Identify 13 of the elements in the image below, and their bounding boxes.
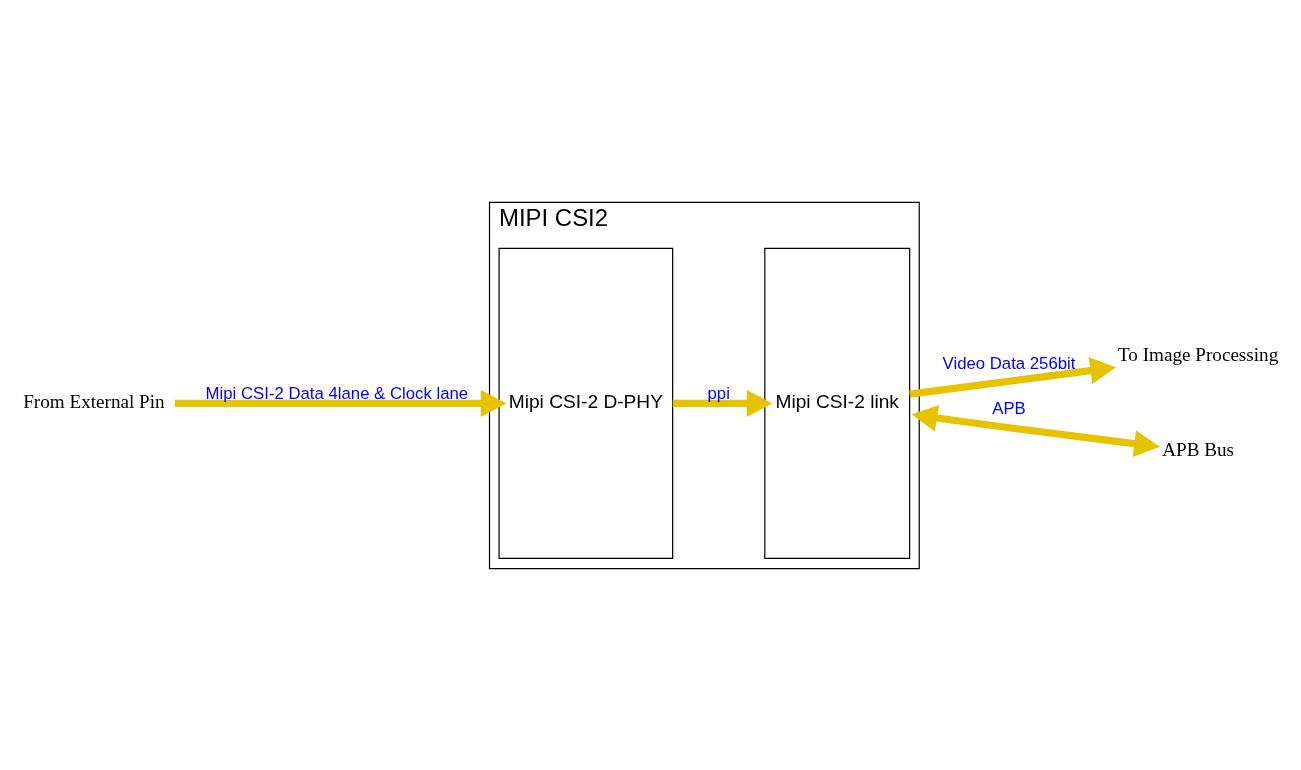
- edge-label: APB: [992, 398, 1026, 418]
- arrow: [672, 389, 773, 417]
- edge-label: Mipi CSI-2 Data 4lane & Clock lane: [205, 383, 469, 403]
- node-text: To Image Processing: [1117, 343, 1279, 365]
- node-box: Mipi CSI-2 link: [764, 247, 911, 559]
- arrow: [909, 356, 1116, 398]
- arrow: [911, 404, 1160, 457]
- node-text: APB Bus: [1162, 438, 1235, 460]
- edge-label: Video Data 256bit: [942, 353, 1076, 373]
- arrow: [174, 389, 507, 417]
- node-box: Mipi CSI-2 D-PHY: [498, 247, 674, 559]
- node-text: From External Pin: [23, 390, 165, 412]
- edge-label: ppi: [707, 383, 730, 403]
